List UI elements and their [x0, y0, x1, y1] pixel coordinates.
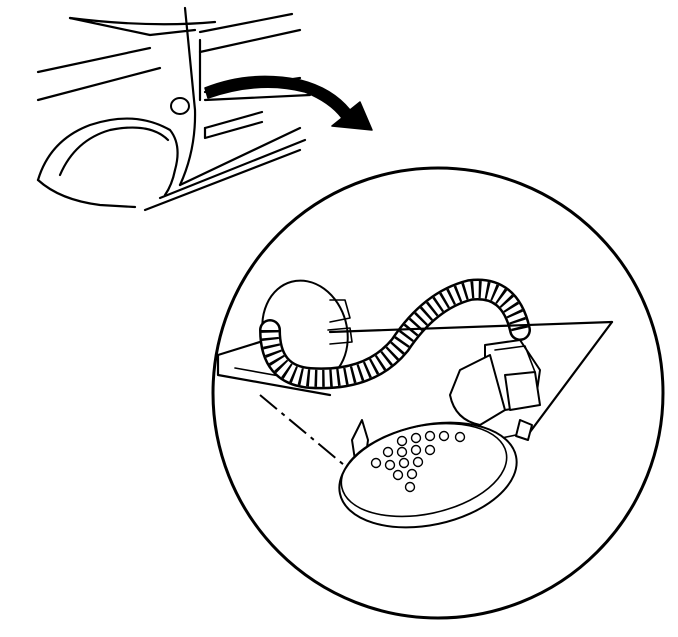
wiring-harness-conduit: [259, 278, 531, 390]
lens-optic-pattern: [370, 430, 466, 493]
callout-arrow: [204, 75, 373, 131]
vehicle-quarter-panel: [36, 6, 312, 212]
electrical-connector: [449, 339, 541, 426]
side-marker-lamp-location: [170, 97, 190, 115]
side-marker-lamp-lens: [338, 421, 518, 529]
detail-view: [211, 166, 665, 620]
detail-circle: [211, 166, 665, 620]
leader-lines: [259, 320, 614, 471]
